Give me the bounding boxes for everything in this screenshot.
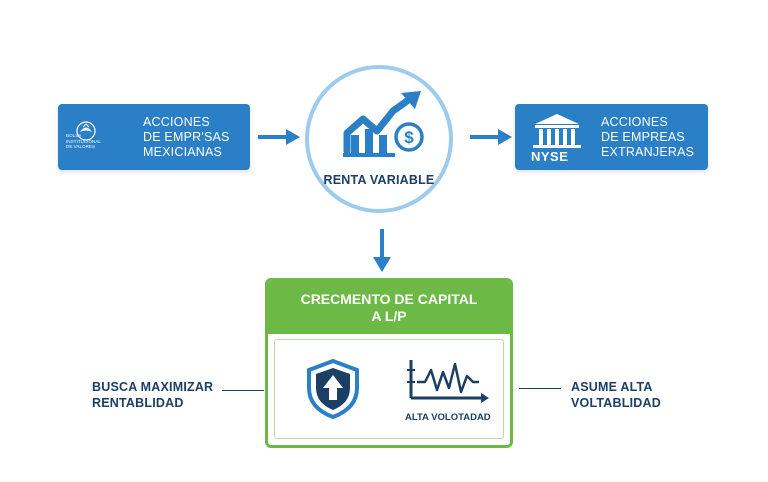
label-line: ASUME ALTA	[571, 380, 653, 394]
characteristics-panel: ALTA VOLOTADAD	[274, 339, 504, 439]
mexican-stocks-label: ACCIONES DE EMPR'SAS MEXICIANAS	[143, 115, 230, 160]
nyse-logo-text: NYSE	[531, 149, 569, 164]
foreign-stocks-label: ACCIONES DE EMPREAS EXTRANJERAS	[601, 115, 694, 160]
label-line: BUSCA MAXIMIZAR	[92, 380, 214, 394]
mexican-seal-icon	[76, 121, 96, 141]
title-line: A L/P	[371, 307, 407, 324]
arrow-down-icon	[373, 229, 391, 272]
equity-circle: $ RENTA VARIABLE	[305, 65, 453, 213]
label-line: RENTABLIDAD	[92, 396, 184, 410]
svg-text:$: $	[404, 128, 414, 147]
seal-caption-line: BOLSA	[66, 133, 82, 138]
rising-chart-dollar-icon: $	[343, 91, 424, 157]
stock-exchange-building-icon	[533, 114, 581, 148]
shield-up-arrow-icon	[307, 358, 359, 420]
arrow-right-icon	[258, 129, 300, 145]
volatility-wave-icon	[407, 360, 489, 403]
left-connector-line	[222, 390, 264, 391]
label-line: DE EMPREAS	[601, 130, 685, 144]
high-volatility-label: ASUME ALTA VOLTABLIDAD	[571, 379, 661, 411]
capital-growth-box: CRECMENTO DE CAPITAL A L/P ALTA VOLOTADA…	[265, 278, 513, 448]
mexican-stocks-box: BOLSA INSTITUCIONAL DE VALORES ACCIONES …	[58, 104, 250, 170]
seal-caption: BOLSA INSTITUCIONAL DE VALORES	[66, 133, 101, 150]
equity-label: RENTA VARIABLE	[323, 173, 435, 187]
arrow-right-icon	[470, 129, 512, 145]
seal-caption-line: INSTITUCIONAL	[66, 138, 101, 144]
title-line: CRECMENTO DE CAPITAL	[300, 290, 478, 307]
label-line: ACCIONES	[143, 115, 210, 129]
label-line: VOLTABLIDAD	[571, 396, 661, 410]
maximize-return-label: BUSCA MAXIMIZAR RENTABLIDAD	[92, 379, 213, 411]
label-line: MEXICIANAS	[143, 145, 223, 159]
label-line: ACCIONES	[601, 115, 668, 129]
foreign-stocks-box: NYSE ACCIONES DE EMPREAS EXTRANJERAS	[515, 104, 708, 170]
volatility-label: ALTA VOLOTADAD	[405, 412, 491, 423]
capital-growth-title: CRECMENTO DE CAPITAL A L/P	[268, 281, 510, 334]
label-line: EXTRANJERAS	[601, 145, 695, 159]
label-line: DE EMPR'SAS	[143, 130, 230, 144]
right-connector-line	[519, 388, 561, 389]
seal-caption-line: DE VALORES	[66, 144, 96, 149]
